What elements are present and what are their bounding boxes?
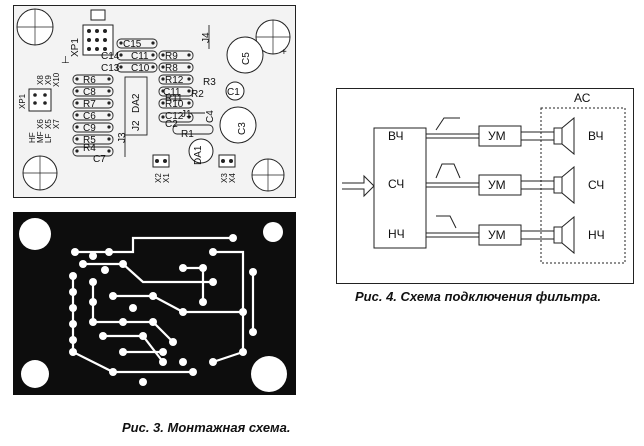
x7-label: X7 xyxy=(52,119,61,129)
j2-label: J2 xyxy=(131,120,142,131)
c1-label: C1 xyxy=(227,87,240,98)
speaker-hf-icon xyxy=(553,116,575,156)
bandpass-response-icon xyxy=(435,163,461,179)
speaker-lf-icon xyxy=(553,215,575,255)
mf-label: MF xyxy=(36,131,45,143)
x8-label: X8 xyxy=(36,75,45,85)
x-header-left xyxy=(28,88,52,112)
j3-label: J3 xyxy=(117,132,128,143)
filter-block xyxy=(373,127,427,249)
r8-label: R8 xyxy=(165,63,178,74)
fig3-caption: Рис. 3. Монтажная схема. xyxy=(122,420,291,435)
capacitor-c1 xyxy=(225,81,245,101)
mounting-hole-icon xyxy=(16,8,54,46)
plus-symbol: + xyxy=(281,47,287,58)
fig3-component-layout: XP1 XP1 X8 X9 X10 X6 X5 X7 HF MF LF ⊥ + xyxy=(13,5,296,198)
x6-label: X6 xyxy=(36,119,45,129)
filter-out-mf: СЧ xyxy=(388,177,404,191)
r11-label: R11 xyxy=(165,93,183,104)
mounting-hole-icon xyxy=(251,158,285,192)
filter-out-hf: ВЧ xyxy=(388,129,403,143)
x10-label: X10 xyxy=(52,72,61,87)
r2-label: R2 xyxy=(191,89,204,100)
connector-x1-x2 xyxy=(152,154,170,168)
c10-label: C10 xyxy=(131,63,150,74)
filter-out-lf: НЧ xyxy=(388,227,405,241)
c4-label: C4 xyxy=(205,110,216,123)
x2-label: X2 xyxy=(154,173,163,183)
x4-label: X4 xyxy=(228,173,237,183)
c15-label: C15 xyxy=(123,39,142,50)
r7-label: R7 xyxy=(83,99,96,110)
da1-label: DA1 xyxy=(193,145,204,165)
mounting-hole-icon xyxy=(255,19,291,55)
r6-label: R6 xyxy=(83,75,96,86)
x3-label: X3 xyxy=(220,173,229,183)
connector-x3-x4 xyxy=(218,154,236,168)
c7-label: C7 xyxy=(93,154,106,165)
r10-label: R10 xyxy=(165,99,184,110)
speaker-mf-icon xyxy=(553,165,575,205)
amplifier-lf xyxy=(478,224,522,246)
j1-label: J1 xyxy=(181,109,192,120)
c9-label: C9 xyxy=(83,123,96,134)
c13-label: C13 xyxy=(101,63,120,74)
c12-label: C12 xyxy=(165,111,184,122)
x9-label: X9 xyxy=(44,75,53,85)
speaker-enclosure xyxy=(540,107,626,264)
xp1-left-label: XP1 xyxy=(18,93,27,109)
highpass-response-icon xyxy=(435,117,460,131)
amplifier-mf xyxy=(478,174,522,196)
amplifier-mf-label: УМ xyxy=(488,178,506,192)
c2-label: C2 xyxy=(165,119,178,130)
capacitor-c5 xyxy=(226,36,264,74)
c5-label: C5 xyxy=(241,52,252,65)
amplifier-hf-label: УМ xyxy=(488,129,506,143)
fig3-pcb-layout xyxy=(13,212,296,395)
mounting-hole-icon xyxy=(22,155,58,191)
c6-label: C6 xyxy=(83,111,96,122)
fig4-caption: Рис. 4. Схема подключения фильтра. xyxy=(355,289,601,304)
x1-label: X1 xyxy=(162,173,171,183)
c3-label: C3 xyxy=(237,122,248,135)
j4-label: J4 xyxy=(201,32,212,43)
xp1-header xyxy=(82,9,114,56)
ground-symbol: ⊥ xyxy=(61,55,70,66)
r12-label: R12 xyxy=(165,75,184,86)
speaker-lf-label: НЧ xyxy=(588,228,605,242)
lf-label: LF xyxy=(44,134,53,143)
hf-label: HF xyxy=(28,132,37,143)
amplifier-hf xyxy=(478,125,522,147)
xp1-label: XP1 xyxy=(70,38,81,57)
r5-label: R5 xyxy=(83,135,96,146)
lowpass-response-icon xyxy=(436,215,457,229)
da2-label: DA2 xyxy=(131,93,142,113)
c11-label: C11 xyxy=(131,51,149,62)
fig4-connection-diagram: ВЧ СЧ НЧ УМ УМ УМ АС ВЧ СЧ xyxy=(336,88,634,284)
c11-label-2: C11 xyxy=(163,87,181,98)
r4-label: R4 xyxy=(83,143,96,154)
speaker-mf-label: СЧ xyxy=(588,178,604,192)
speaker-hf-label: ВЧ xyxy=(588,129,603,143)
r3-label: R3 xyxy=(203,77,216,88)
r1-label: R1 xyxy=(181,129,194,140)
amplifier-lf-label: УМ xyxy=(488,228,506,242)
c14-label: C14 xyxy=(101,51,120,62)
x5-label: X5 xyxy=(44,119,53,129)
c8-label: C8 xyxy=(83,87,96,98)
speaker-group-label: АС xyxy=(574,91,591,105)
capacitor-c3 xyxy=(219,106,257,144)
r9-label: R9 xyxy=(165,51,178,62)
